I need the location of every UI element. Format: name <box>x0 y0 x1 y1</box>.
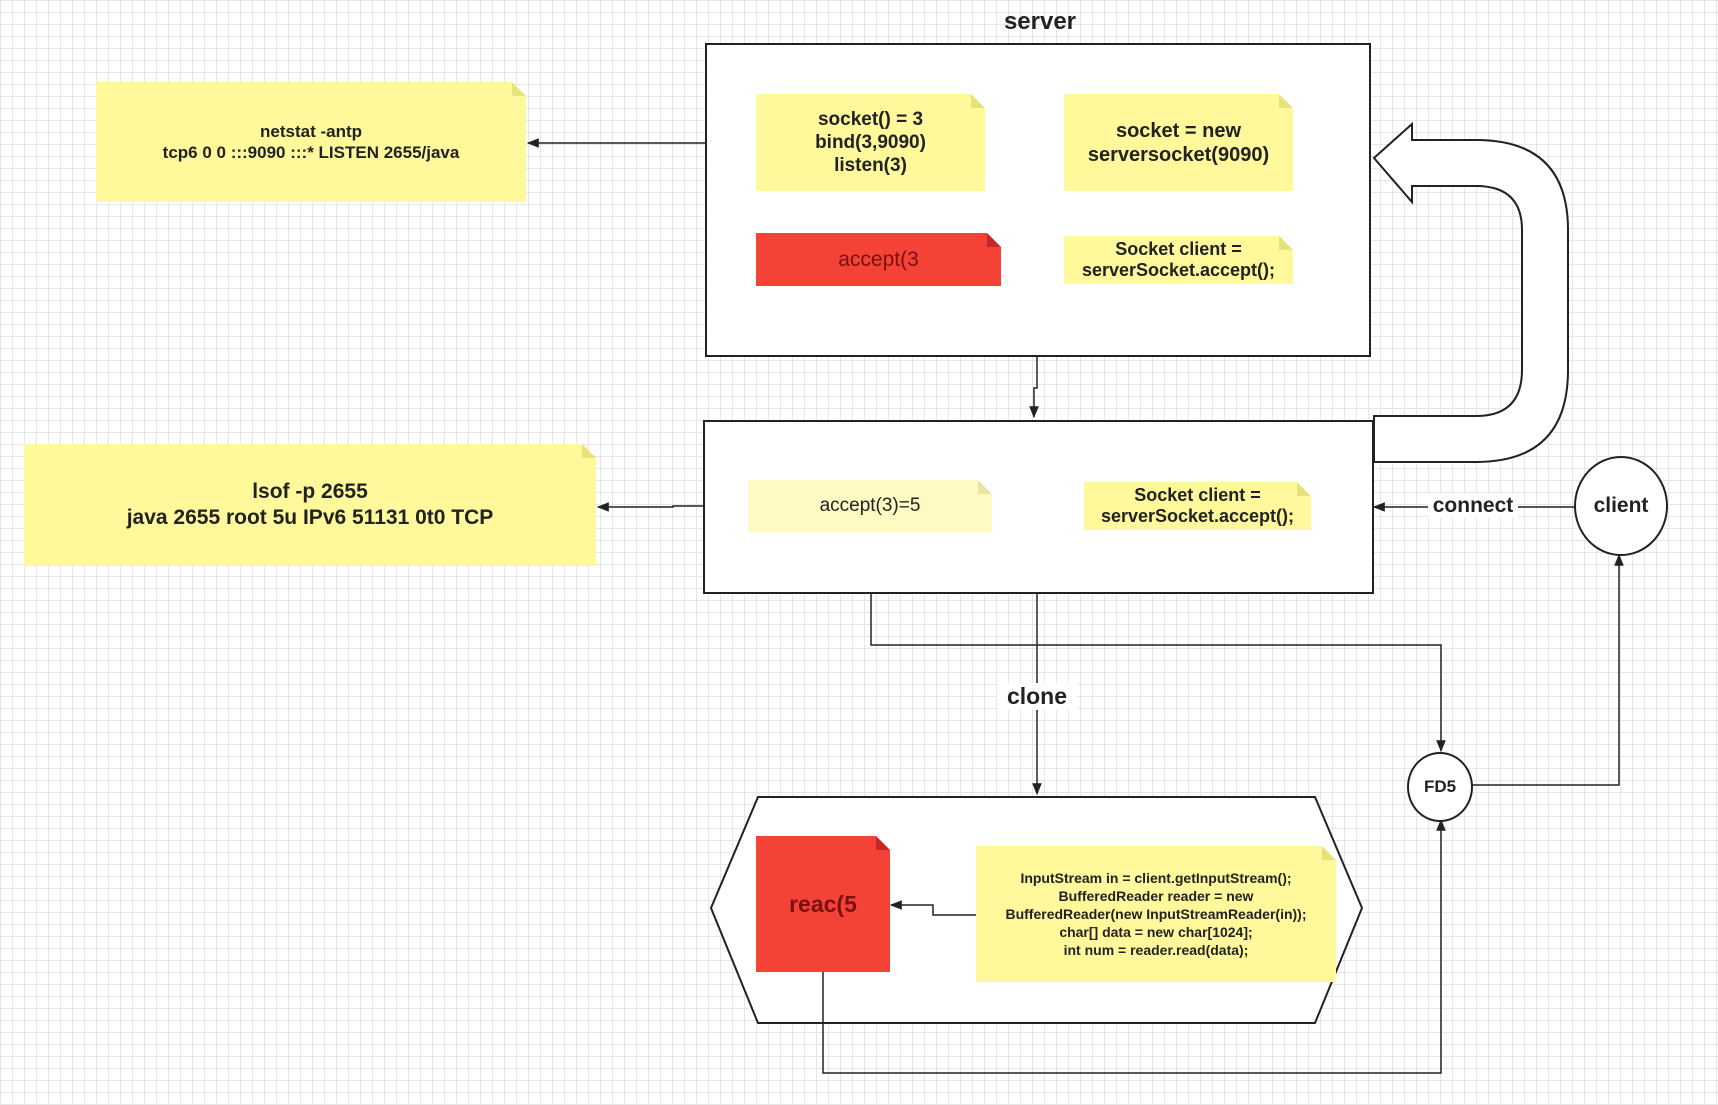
wire-read-to-fd5 <box>822 818 1446 1074</box>
lsof-note: lsof -p 2655 java 2655 root 5u IPv6 5113… <box>24 444 596 566</box>
loop-back-arrow <box>1372 121 1569 463</box>
fd5-node: FD5 <box>1407 752 1473 822</box>
client-accept-note-1: Socket client = serverSocket.accept(); <box>1064 236 1293 284</box>
server-title: server <box>1003 8 1077 35</box>
wire-code-to-read <box>889 900 976 916</box>
read-blocked-note: reac(5 <box>756 836 890 972</box>
accept-blocked-note: accept(3 <box>756 233 1001 286</box>
client-node: client <box>1574 456 1668 556</box>
socket-bind-note: socket() = 3 bind(3,9090) listen(3) <box>756 94 985 191</box>
serversocket-note: socket = new serversocket(9090) <box>1064 94 1293 191</box>
wire-server-to-accept <box>1029 355 1039 419</box>
clone-label: clone <box>997 683 1077 710</box>
accept-returned-note: accept(3)=5 <box>748 480 992 532</box>
read-code-note: InputStream in = client.getInputStream()… <box>976 846 1336 982</box>
wire-fd5-to-client <box>1467 553 1624 786</box>
netstat-note: netstat -antp tcp6 0 0 :::9090 :::* LIST… <box>96 82 526 202</box>
connect-label: connect <box>1428 494 1518 518</box>
server-box <box>705 43 1371 357</box>
client-accept-note-2: Socket client = serverSocket.accept(); <box>1084 482 1311 530</box>
